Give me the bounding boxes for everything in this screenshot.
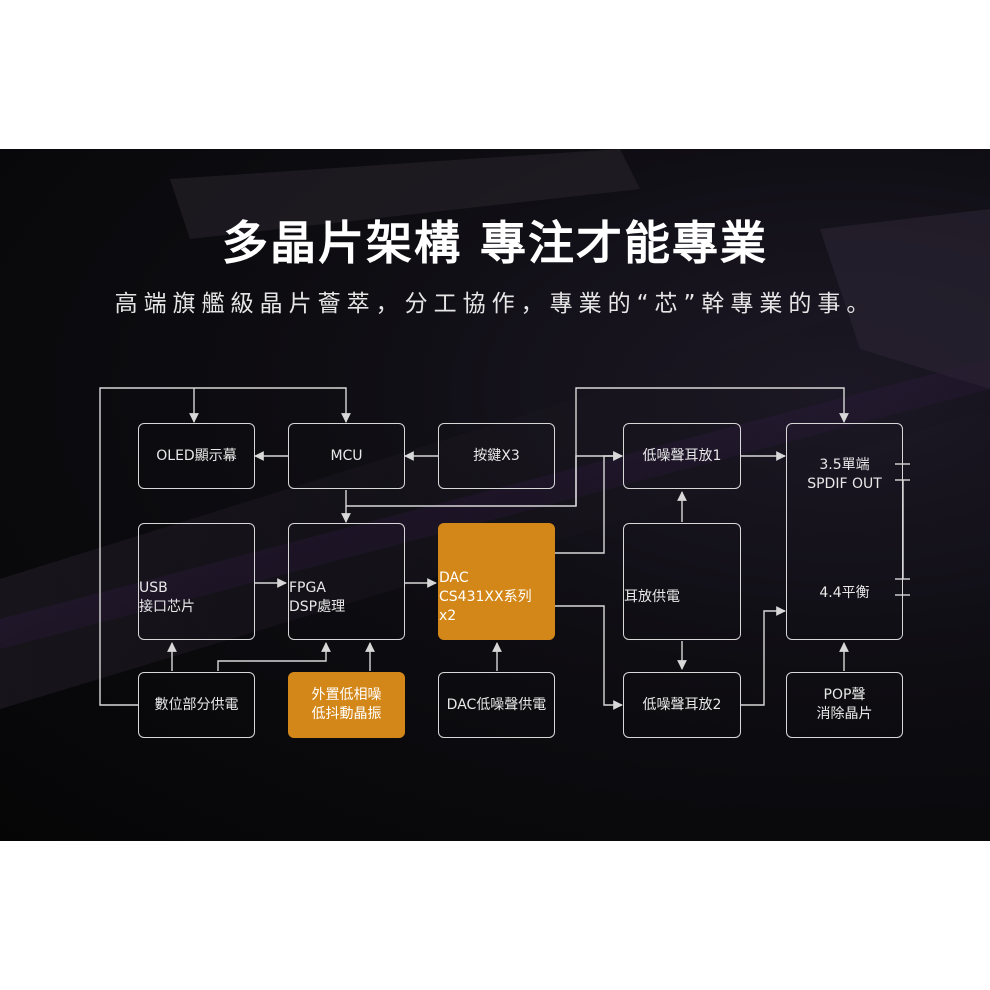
fpga-label-2: DSP處理 bbox=[289, 598, 346, 615]
digital-power-block: 數位部分供電 bbox=[138, 672, 255, 738]
oled-display-label: OLED顯示幕 bbox=[156, 447, 237, 464]
diagram-subtitle: 高端旗艦級晶片薈萃，分工協作，專業的“芯”幹專業的事。 bbox=[114, 291, 876, 317]
mcu-block: MCU bbox=[288, 423, 405, 489]
line-power-loop bbox=[99, 387, 351, 706]
oscillator-label-2: 低抖動晶振 bbox=[311, 706, 382, 722]
digital-power-label: 數位部分供電 bbox=[154, 696, 239, 713]
amp1-label: 低噪聲耳放1 bbox=[642, 447, 722, 464]
keys-label: 按鍵X3 bbox=[473, 447, 520, 464]
dac-power-label: DAC低噪聲供電 bbox=[446, 696, 547, 713]
oscillator-block: 外置低相噪 低抖動晶振 bbox=[288, 672, 405, 738]
diagram-title: 多晶片架構 專注才能專業 bbox=[221, 216, 768, 270]
usb-label-1: USB bbox=[139, 579, 168, 596]
output-bal-label: 4.4平衡 bbox=[819, 585, 870, 601]
pop-label-1: POP聲 bbox=[823, 687, 866, 703]
device-background bbox=[0, 149, 990, 709]
amp2-label: 低噪聲耳放2 bbox=[642, 696, 722, 713]
amp2-block: 低噪聲耳放2 bbox=[623, 672, 741, 738]
amp-power-block: 耳放供電 bbox=[623, 523, 741, 640]
fpga-label-1: FPGA bbox=[289, 579, 326, 596]
dac-label-3: x2 bbox=[439, 608, 457, 624]
output-bal-group: 4.4平衡 bbox=[787, 584, 902, 603]
output-se-group: 3.5單端 SPDIF OUT bbox=[787, 456, 902, 494]
oscillator-label-1: 外置低相噪 bbox=[311, 687, 382, 703]
line-dac-amp2 bbox=[555, 605, 623, 710]
diagram-banner: 多晶片架構 專注才能專業 高端旗艦級晶片薈萃，分工協作，專業的“芯”幹專業的事。 bbox=[0, 149, 990, 841]
dac-power-block: DAC低噪聲供電 bbox=[438, 672, 555, 738]
dac-label-2: CS431XX系列 bbox=[439, 589, 532, 605]
dac-block: DAC CS431XX系列 x2 bbox=[438, 523, 555, 640]
pop-block: POP聲 消除晶片 bbox=[786, 672, 903, 738]
line-dac-amp1 bbox=[555, 451, 623, 554]
oled-display-block: OLED顯示幕 bbox=[138, 423, 255, 489]
line-amp2-bal bbox=[741, 606, 786, 706]
mcu-label: MCU bbox=[330, 447, 363, 464]
output-se-label: 3.5單端 bbox=[819, 457, 870, 473]
fpga-block: FPGA DSP處理 bbox=[288, 523, 405, 640]
line-power-fpga bbox=[217, 642, 331, 671]
output-block: 3.5單端 SPDIF OUT 4.4平衡 bbox=[786, 423, 903, 640]
connection-lines bbox=[99, 387, 910, 710]
usb-label-2: 接口芯片 bbox=[139, 598, 195, 615]
amp1-block: 低噪聲耳放1 bbox=[623, 423, 741, 489]
keys-block: 按鍵X3 bbox=[438, 423, 555, 489]
line-top-bus-out bbox=[575, 387, 849, 506]
pop-label-2: 消除晶片 bbox=[816, 706, 873, 722]
output-spdif-label: SPDIF OUT bbox=[807, 476, 882, 492]
usb-block: USB 接口芯片 bbox=[138, 523, 255, 640]
dac-label-1: DAC bbox=[439, 570, 469, 586]
amp-power-label: 耳放供電 bbox=[624, 589, 680, 605]
